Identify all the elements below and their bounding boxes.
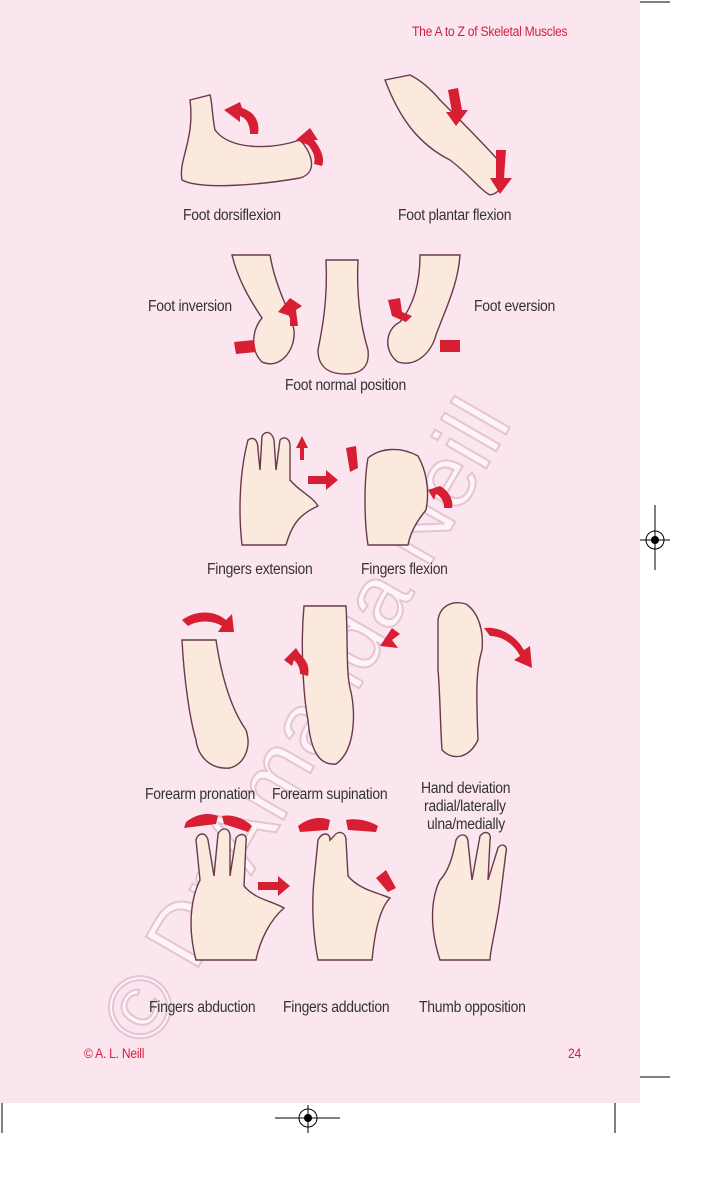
fingers-extension-illustration [239,431,338,546]
label-fingers-adduction: Fingers adduction [283,999,390,1016]
foot-plantar-flexion-illustration [384,74,512,196]
label-fingers-abduction: Fingers abduction [149,999,256,1016]
label-fingers-flexion: Fingers flexion [361,561,448,578]
label-foot-plantar-flexion: Foot plantar flexion [398,207,512,224]
label-hand-deviation: Hand deviation [421,780,511,797]
label-hand-deviation-ulna: ulna/medially [427,816,505,833]
foot-eversion-illustration [387,254,461,364]
fingers-abduction-illustration [184,814,290,961]
label-fingers-extension: Fingers extension [207,561,313,578]
label-foot-inversion: Foot inversion [148,298,232,315]
page-number: 24 [568,1046,581,1061]
label-forearm-supination: Forearm supination [272,786,388,803]
footer-copyright: © A. L. Neill [84,1046,145,1061]
label-forearm-pronation: Forearm pronation [145,786,256,803]
forearm-pronation-illustration [181,612,249,769]
label-hand-deviation-radial: radial/laterally [424,798,506,815]
foot-inversion-illustration [231,254,302,365]
label-foot-eversion: Foot eversion [474,298,556,315]
fingers-flexion-illustration [346,446,453,546]
printer-crop-marks [1,1,670,1133]
forearm-supination-illustration [284,605,355,765]
running-title: The A to Z of Skeletal Muscles [412,24,568,39]
foot-normal-position-illustration [317,259,369,375]
label-foot-normal-position: Foot normal position [285,377,406,394]
fingers-adduction-illustration [298,818,396,961]
hand-deviation-illustration [380,602,532,758]
foot-dorsiflexion-illustration [180,94,324,187]
thumb-opposition-illustration [431,831,508,961]
label-foot-dorsiflexion: Foot dorsiflexion [183,207,281,224]
label-thumb-opposition: Thumb opposition [419,999,526,1016]
